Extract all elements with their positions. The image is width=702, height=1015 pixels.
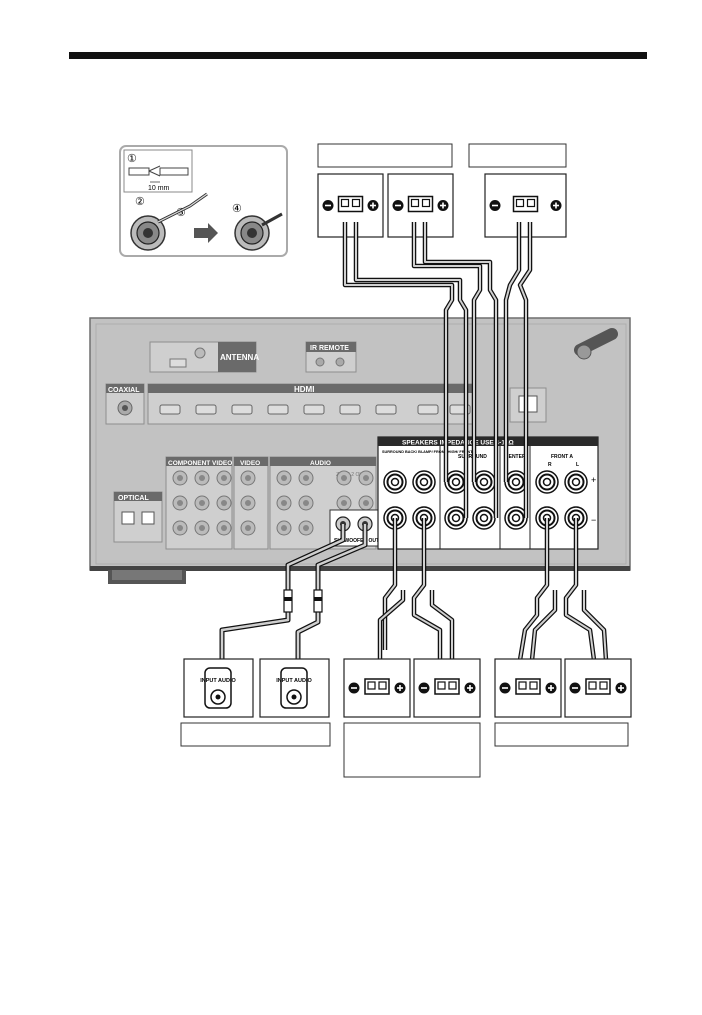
zone2-out-label: ZONE 2 OUT <box>336 472 366 478</box>
video-label: VIDEO <box>240 460 260 467</box>
surround-left-speaker <box>387 173 454 238</box>
hdmi-label: HDMI <box>294 385 314 394</box>
hdmi-port-3 <box>231 404 253 415</box>
front-right-speaker <box>494 658 562 718</box>
antenna-label: ANTENNA <box>220 353 259 362</box>
arrow-right-icon <box>194 223 218 243</box>
front-a-label: FRONT A <box>551 454 573 460</box>
receiver-rear-panel: ANTENNA IR REMOTE HDMI COAXIAL COMPONENT… <box>89 317 631 584</box>
minus-mark: − <box>591 515 596 525</box>
cable-front-l-plus <box>563 518 597 661</box>
hdmi-port-8 <box>417 404 439 415</box>
cable-front-l-minus <box>581 590 609 661</box>
header-rule <box>69 52 647 59</box>
subwoofer-out-label: SUBWOOFER OUT <box>334 538 379 544</box>
front-a-l-label: L <box>576 462 579 468</box>
step-3-label: ③ <box>176 207 186 219</box>
cable-front-r-minus <box>529 590 558 661</box>
cable-center-minus <box>517 222 533 518</box>
component-video-label: COMPONENT VIDEO <box>168 460 232 467</box>
cable-sb-l-plus <box>411 518 443 660</box>
surround-right-speaker <box>317 173 384 238</box>
cable-surround-r-plus <box>342 222 455 482</box>
ir-remote-label: IR REMOTE <box>310 345 349 352</box>
center-label: CENTER <box>505 454 526 460</box>
plus-mark: + <box>591 475 596 485</box>
cable-sb-r-minus <box>377 590 406 660</box>
cable-front-r-plus <box>517 518 550 661</box>
speaker-cables <box>219 222 609 668</box>
step-2-label: ② <box>135 196 145 208</box>
input-audio-label: INPUT AUDIO <box>276 678 312 684</box>
cable-sb-l-minus <box>429 590 455 660</box>
hdmi-port-1 <box>159 404 181 415</box>
front-left-speaker <box>564 658 632 718</box>
hdmi-port-4 <box>267 404 289 415</box>
hdmi-port-5 <box>303 404 325 415</box>
top-right-speaker-label <box>468 143 567 168</box>
strip-length-label: 10 mm <box>148 185 170 192</box>
center-speaker <box>484 173 567 238</box>
subwoofer-label-box <box>180 722 331 747</box>
bottom-devices: INPUT AUDIO INPUT AUDIO <box>183 658 632 718</box>
subwoofer-cable-1 <box>219 524 346 668</box>
cable-surround-r-minus <box>353 222 469 518</box>
step-1-label: ① <box>127 153 137 165</box>
subwoofer-1: INPUT AUDIO <box>183 658 254 718</box>
subwoofer-2: INPUT AUDIO <box>259 658 330 718</box>
step-4-label: ④ <box>232 203 242 215</box>
speakers-impedance-label: SPEAKERS IMPEDANCE USE 4-16Ω <box>402 440 514 447</box>
front-speaker-label-box <box>494 722 629 747</box>
subwoofer-cable-2 <box>295 524 368 668</box>
surround-back-left-speaker <box>413 658 481 718</box>
top-left-speaker-label <box>317 143 453 168</box>
hdmi-port-2 <box>195 404 217 415</box>
surround-back-label: SURROUND BACK/ BI-AMP/ FRONT HIGH/ FRONT… <box>382 450 477 454</box>
top-speakers <box>317 173 567 238</box>
cable-surround-l-minus <box>422 222 499 518</box>
input-audio-label: INPUT AUDIO <box>200 678 236 684</box>
audio-label: AUDIO <box>310 460 331 467</box>
cable-center-plus <box>503 222 522 482</box>
surround-back-right-speaker <box>343 658 411 718</box>
cable-surround-l-plus <box>411 222 483 482</box>
wire-strip-inset: ① 10 mm ② ③ ④ <box>119 145 288 257</box>
hdmi-port-6 <box>339 404 361 415</box>
cable-sb-r-plus <box>382 518 398 650</box>
coaxial-label: COAXIAL <box>108 387 140 394</box>
front-a-r-label: R <box>548 462 552 468</box>
optical-label: OPTICAL <box>118 495 149 502</box>
hdmi-port-7 <box>375 404 397 415</box>
surround-back-label-box <box>343 722 481 778</box>
